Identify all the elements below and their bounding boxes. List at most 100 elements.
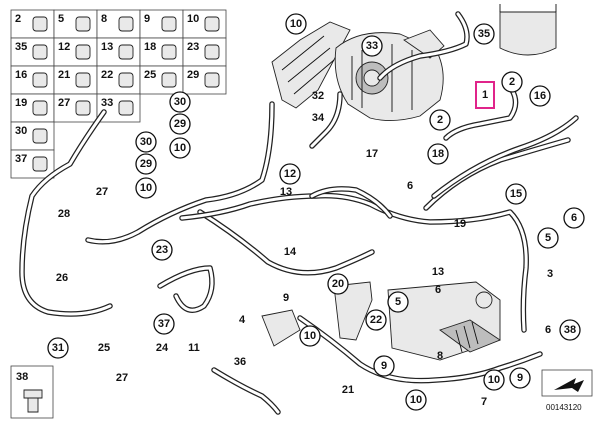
part-thumbnail-icon <box>75 16 91 32</box>
callout-34: 34 <box>312 112 325 124</box>
parts-grid-cell: 19 <box>10 93 55 123</box>
callout-27: 27 <box>96 186 108 198</box>
callout-number: 10 <box>410 394 422 406</box>
callout-number: 8 <box>437 350 443 362</box>
callout-number: 24 <box>156 342 169 354</box>
parts-grid-cell: 25 <box>139 65 184 95</box>
callout-9: 9 <box>509 367 531 389</box>
callout-29: 29 <box>169 113 191 135</box>
callout-number: 15 <box>510 188 522 200</box>
callout-number: 27 <box>96 186 108 198</box>
parts-grid-cell: 9 <box>139 9 184 39</box>
strap-36 <box>211 367 281 415</box>
callout-number: 20 <box>332 278 344 290</box>
callout-2: 2 <box>501 71 523 93</box>
callout-number: 28 <box>58 208 70 220</box>
part-thumbnail-icon <box>32 72 48 88</box>
callout-number: 12 <box>284 168 296 180</box>
callout-number: 10 <box>174 142 186 154</box>
part-thumbnail-icon <box>204 44 220 60</box>
parts-grid-cell: 18 <box>139 37 184 67</box>
detail-box-38: 38 <box>10 365 54 419</box>
callout-number: 13 <box>432 266 444 278</box>
parts-grid-cell: 16 <box>10 65 55 95</box>
callout-number: 17 <box>366 148 378 160</box>
parts-grid-cell: 27 <box>53 93 98 123</box>
parts-grid-cell: 2 <box>10 9 55 39</box>
callout-number: 10 <box>488 374 500 386</box>
callout-28: 28 <box>58 208 70 220</box>
callout-number: 21 <box>342 384 354 396</box>
callout-10: 10 <box>483 369 505 391</box>
parts-grid-cell: 30 <box>10 121 55 151</box>
part-thumbnail-icon <box>118 16 134 32</box>
callout-16: 16 <box>529 85 551 107</box>
parts-grid-cell: 29 <box>182 65 227 95</box>
callout-10: 10 <box>405 389 427 411</box>
callout-38: 38 <box>559 319 581 341</box>
callout-circle <box>169 137 191 159</box>
part-thumbnail-icon <box>204 16 220 32</box>
parts-grid-cell: 22 <box>96 65 141 95</box>
callout-number: 27 <box>116 372 128 384</box>
callout-number: 31 <box>52 342 64 354</box>
callout-number: 16 <box>534 90 546 102</box>
part-thumbnail-icon <box>204 72 220 88</box>
highlight-box-part-1: 1 <box>475 81 495 109</box>
callout-23: 23 <box>151 239 173 261</box>
callout-circle <box>299 325 321 347</box>
callout-circle <box>387 291 409 313</box>
callout-31: 31 <box>47 337 69 359</box>
callout-circle <box>169 113 191 135</box>
parts-grid-number: 23 <box>187 41 199 53</box>
callout-number: 33 <box>366 40 378 52</box>
parts-grid-number: 16 <box>15 69 27 81</box>
parts-grid-number: 27 <box>58 97 70 109</box>
callout-number: 26 <box>56 272 68 284</box>
part-thumbnail-icon <box>32 128 48 144</box>
callout-number: 6 <box>571 212 577 224</box>
part-thumbnail-icon <box>161 72 177 88</box>
part-thumbnail-icon <box>75 100 91 116</box>
parts-grid-number: 10 <box>187 13 199 25</box>
callout-circle <box>361 35 383 57</box>
part-thumbnail-icon <box>32 44 48 60</box>
callout-circle <box>279 163 301 185</box>
callout-number: 5 <box>395 296 401 308</box>
callout-number: 13 <box>280 186 292 198</box>
callout-number: 4 <box>239 314 246 326</box>
callout-circle <box>473 23 495 45</box>
callout-number: 25 <box>98 342 110 354</box>
callout-circle <box>559 319 581 341</box>
callout-circle <box>365 309 387 331</box>
callout-3: 3 <box>547 268 553 280</box>
callout-number: 30 <box>174 96 186 108</box>
callout-30: 30 <box>169 91 191 113</box>
parts-grid-cell: 5 <box>53 9 98 39</box>
callout-number: 2 <box>509 76 515 88</box>
callout-number: 6 <box>435 284 441 296</box>
callout-25: 25 <box>98 342 110 354</box>
parts-grid-cell: 13 <box>96 37 141 67</box>
callout-circle <box>483 369 505 391</box>
callout-6: 6 <box>545 324 551 336</box>
callout-circle <box>135 153 157 175</box>
callout-number: 3 <box>547 268 553 280</box>
callout-circle <box>135 131 157 153</box>
callout-circle <box>153 313 175 335</box>
callout-13: 13 <box>432 266 444 278</box>
callout-number: 9 <box>283 292 289 304</box>
callout-19: 19 <box>454 218 466 230</box>
bracket-4 <box>261 309 301 347</box>
callout-circle <box>285 13 307 35</box>
callout-number: 11 <box>188 342 200 354</box>
callout-14: 14 <box>284 246 297 258</box>
parts-grid-number: 18 <box>144 41 156 53</box>
parts-grid-cell: 10 <box>182 9 227 39</box>
callout-11: 11 <box>188 342 200 354</box>
callout-number: 9 <box>517 372 523 384</box>
callout-number: 29 <box>140 158 152 170</box>
callout-5: 5 <box>387 291 409 313</box>
